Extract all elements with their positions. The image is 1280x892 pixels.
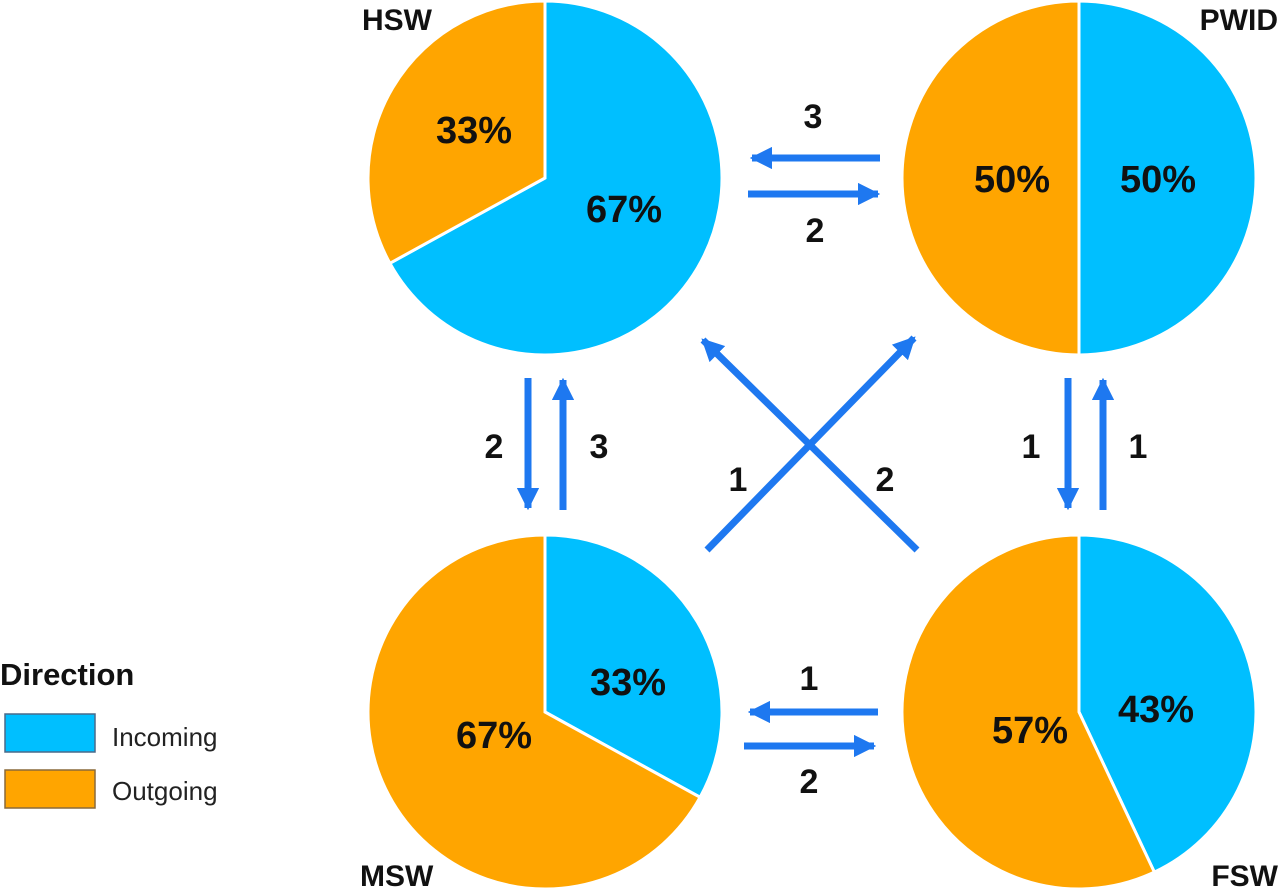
pie-slice-msw-outgoing xyxy=(366,533,703,891)
title-hsw: HSW xyxy=(362,4,433,37)
legend-label-incoming: Incoming xyxy=(112,722,218,752)
flow-label-pwid-to-fsw: 1 xyxy=(1022,428,1041,466)
flow-label-fsw-to-msw: 1 xyxy=(800,660,819,698)
pie-label-msw-outgoing: 67% xyxy=(456,715,532,757)
flow-label-msw-to-hsw: 3 xyxy=(590,428,609,466)
pie-slice-pwid-outgoing xyxy=(900,0,1081,357)
pie-msw: 33% 67% xyxy=(366,533,724,891)
flow-label-fsw-to-pwid: 1 xyxy=(1129,428,1148,466)
pie-hsw: 67% 33% xyxy=(366,0,724,357)
arrow-fsw-to-hsw xyxy=(700,337,920,553)
pie-label-hsw-outgoing: 33% xyxy=(436,110,512,152)
pie-pwid: 50% 50% xyxy=(900,0,1258,357)
pie-label-msw-incoming: 33% xyxy=(590,662,666,704)
title-fsw: FSW xyxy=(1211,860,1278,892)
pie-slice-fsw-incoming xyxy=(1077,533,1258,875)
legend-swatch-outgoing xyxy=(4,769,96,809)
legend: Direction Incoming Outgoing xyxy=(0,657,218,809)
pie-label-hsw-incoming: 67% xyxy=(586,189,662,231)
pie-label-fsw-outgoing: 57% xyxy=(992,710,1068,752)
pie-slice-pwid-incoming xyxy=(1077,0,1258,357)
pie-slice-hsw-incoming xyxy=(387,0,724,357)
pie-label-pwid-outgoing: 50% xyxy=(974,159,1050,201)
pie-label-pwid-incoming: 50% xyxy=(1120,159,1196,201)
flow-label-msw-to-pwid: 1 xyxy=(729,461,748,499)
legend-swatch-incoming xyxy=(4,713,96,753)
flow-label-fsw-to-hsw: 2 xyxy=(876,461,895,499)
legend-title: Direction xyxy=(0,657,134,692)
flow-arrows xyxy=(516,146,1115,758)
title-msw: MSW xyxy=(360,860,434,892)
flow-label-hsw-to-msw: 2 xyxy=(485,428,504,466)
title-pwid: PWID xyxy=(1200,4,1278,37)
flow-label-hsw-to-pwid: 2 xyxy=(806,212,825,250)
pie-slice-msw-incoming xyxy=(543,533,724,800)
pie-fsw: 43% 57% xyxy=(900,533,1258,891)
flow-label-msw-to-fsw: 2 xyxy=(800,763,819,801)
pie-slice-fsw-outgoing xyxy=(900,533,1157,891)
legend-label-outgoing: Outgoing xyxy=(112,776,218,806)
pie-slice-hsw-outgoing xyxy=(366,0,547,266)
flow-label-pwid-to-hsw: 3 xyxy=(804,98,823,136)
pie-label-fsw-incoming: 43% xyxy=(1118,689,1194,731)
